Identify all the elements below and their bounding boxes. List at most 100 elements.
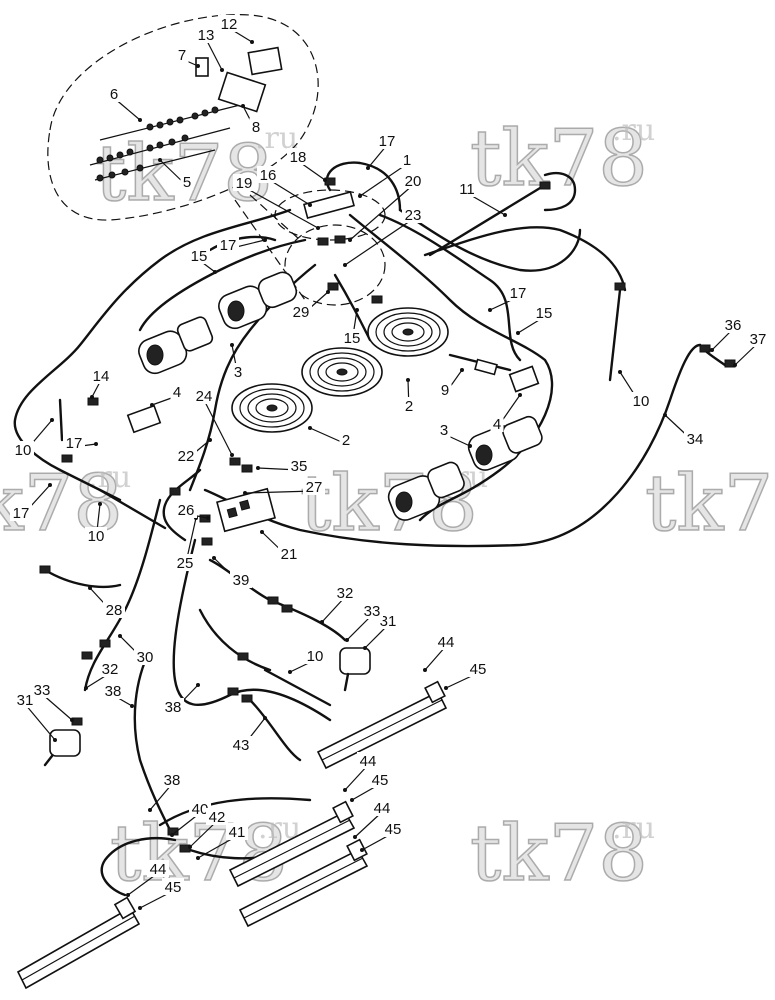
callout-c45b: 45 [350, 771, 391, 802]
callout-label-bg [400, 151, 414, 168]
callout-c3a: 3 [230, 343, 245, 381]
callout-label: 20 [405, 173, 422, 190]
callout-label: 31 [380, 613, 397, 630]
callout-c32b: 32 [84, 660, 121, 690]
callout-label: 45 [372, 772, 389, 789]
callout-label-bg [180, 173, 194, 190]
callout-c17a: 17 [366, 132, 398, 170]
callout-arrowhead [343, 788, 347, 792]
callout-label: 23 [405, 207, 422, 224]
callout-label-bg [304, 647, 326, 664]
harness-wires [13, 161, 727, 897]
callout-label-bg [206, 808, 228, 825]
callout-arrowhead [518, 393, 522, 397]
callout-label-bg [107, 85, 121, 102]
callout-c15b: 15 [341, 308, 363, 347]
callout-label: 10 [88, 528, 105, 545]
grommets [247, 46, 283, 76]
relay-plate [217, 71, 267, 113]
callout-label-bg [303, 478, 325, 495]
blower-motors [138, 271, 543, 521]
callout-label: 25 [177, 555, 194, 572]
callout-label-bg [507, 284, 529, 301]
callout-label-bg [630, 392, 652, 409]
solenoid-valve-31-right [339, 647, 371, 692]
callout-arrowhead [84, 686, 88, 690]
callout-label: 40 [192, 801, 209, 818]
callout-leader [205, 38, 223, 71]
callout-label-bg [369, 771, 391, 788]
watermark-5: tk78 [645, 459, 775, 549]
callout-c2b: 2 [308, 426, 353, 449]
callout-arrowhead [243, 491, 247, 495]
probe-10-right [608, 288, 622, 382]
callout-label: 22 [178, 448, 195, 465]
callout-arrowhead [230, 343, 234, 347]
callout-label: 15 [191, 248, 208, 265]
callout-arrowhead [308, 203, 312, 207]
callout-label: 17 [220, 237, 237, 254]
callout-arrowhead [444, 686, 448, 690]
blower-left [138, 271, 298, 375]
callout-label-bg [339, 431, 353, 448]
callout-label-bg [249, 118, 263, 135]
callout-c45d: 45 [138, 878, 184, 910]
callout-c40: 40 [170, 800, 211, 837]
callout-c43: 43 [230, 716, 267, 754]
callout-label: 43 [233, 737, 250, 754]
callout-label: 15 [344, 330, 361, 347]
callout-arrowhead [50, 418, 54, 422]
callout-arrowhead [130, 704, 134, 708]
callout-label: 3 [440, 422, 448, 439]
callout-layer: 1223344567891010101011121314151515161717… [10, 15, 769, 910]
callout-c14: 14 [90, 367, 112, 399]
callout-c26: 26 [175, 501, 210, 520]
callout-label: 33 [364, 603, 381, 620]
fuse-strip-lower [89, 127, 231, 182]
callout-label: 34 [687, 431, 704, 448]
callout-label-bg [193, 387, 215, 404]
callout-label-bg [357, 752, 379, 769]
callout-c28: 28 [88, 586, 125, 619]
callout-c21: 21 [260, 530, 300, 563]
callout-label-bg [90, 367, 112, 384]
callout-label: 4 [173, 384, 181, 401]
callout-c38a: 38 [102, 682, 134, 708]
callout-arrowhead [468, 444, 472, 448]
callout-label-bg [14, 691, 36, 708]
callout-c36: 36 [710, 316, 744, 352]
callout-c37: 37 [733, 330, 769, 367]
callout-arrowhead [733, 363, 737, 367]
callout-label: 38 [105, 683, 122, 700]
callout-c30: 30 [118, 634, 156, 666]
callout-label-bg [188, 247, 210, 264]
callout-arrowhead [148, 808, 152, 812]
callout-label: 45 [470, 661, 487, 678]
callout-c7: 7 [175, 46, 200, 68]
callout-arrowhead [345, 638, 349, 642]
callout-arrowhead [503, 213, 507, 217]
callout-c15c: 15 [516, 304, 555, 335]
callout-label-bg [175, 501, 197, 518]
callout-label-bg [103, 601, 125, 618]
callout-c17c: 17 [488, 284, 529, 312]
callout-label: 42 [209, 809, 226, 826]
callout-arrowhead [250, 40, 254, 44]
callout-leader [346, 614, 373, 641]
callout-arrowhead [358, 194, 362, 198]
callout-label-bg [438, 381, 452, 398]
callout-label: 44 [438, 634, 455, 651]
callout-label: 12 [221, 16, 238, 33]
callout-arrowhead [196, 856, 200, 860]
fan-1 [367, 307, 449, 357]
callout-c34: 34 [663, 413, 706, 448]
callout-c44c: 44 [353, 799, 393, 839]
callout-arrowhead [460, 368, 464, 372]
watermark-7-suffix: .ru [612, 811, 655, 846]
callout-c44b: 44 [343, 752, 379, 792]
callout-label: 28 [106, 602, 123, 619]
callout-c35: 35 [256, 457, 310, 475]
terminal-parts [89, 46, 283, 182]
callout-c4a: 4 [150, 383, 184, 407]
solenoid-valve-31-left [43, 729, 81, 767]
